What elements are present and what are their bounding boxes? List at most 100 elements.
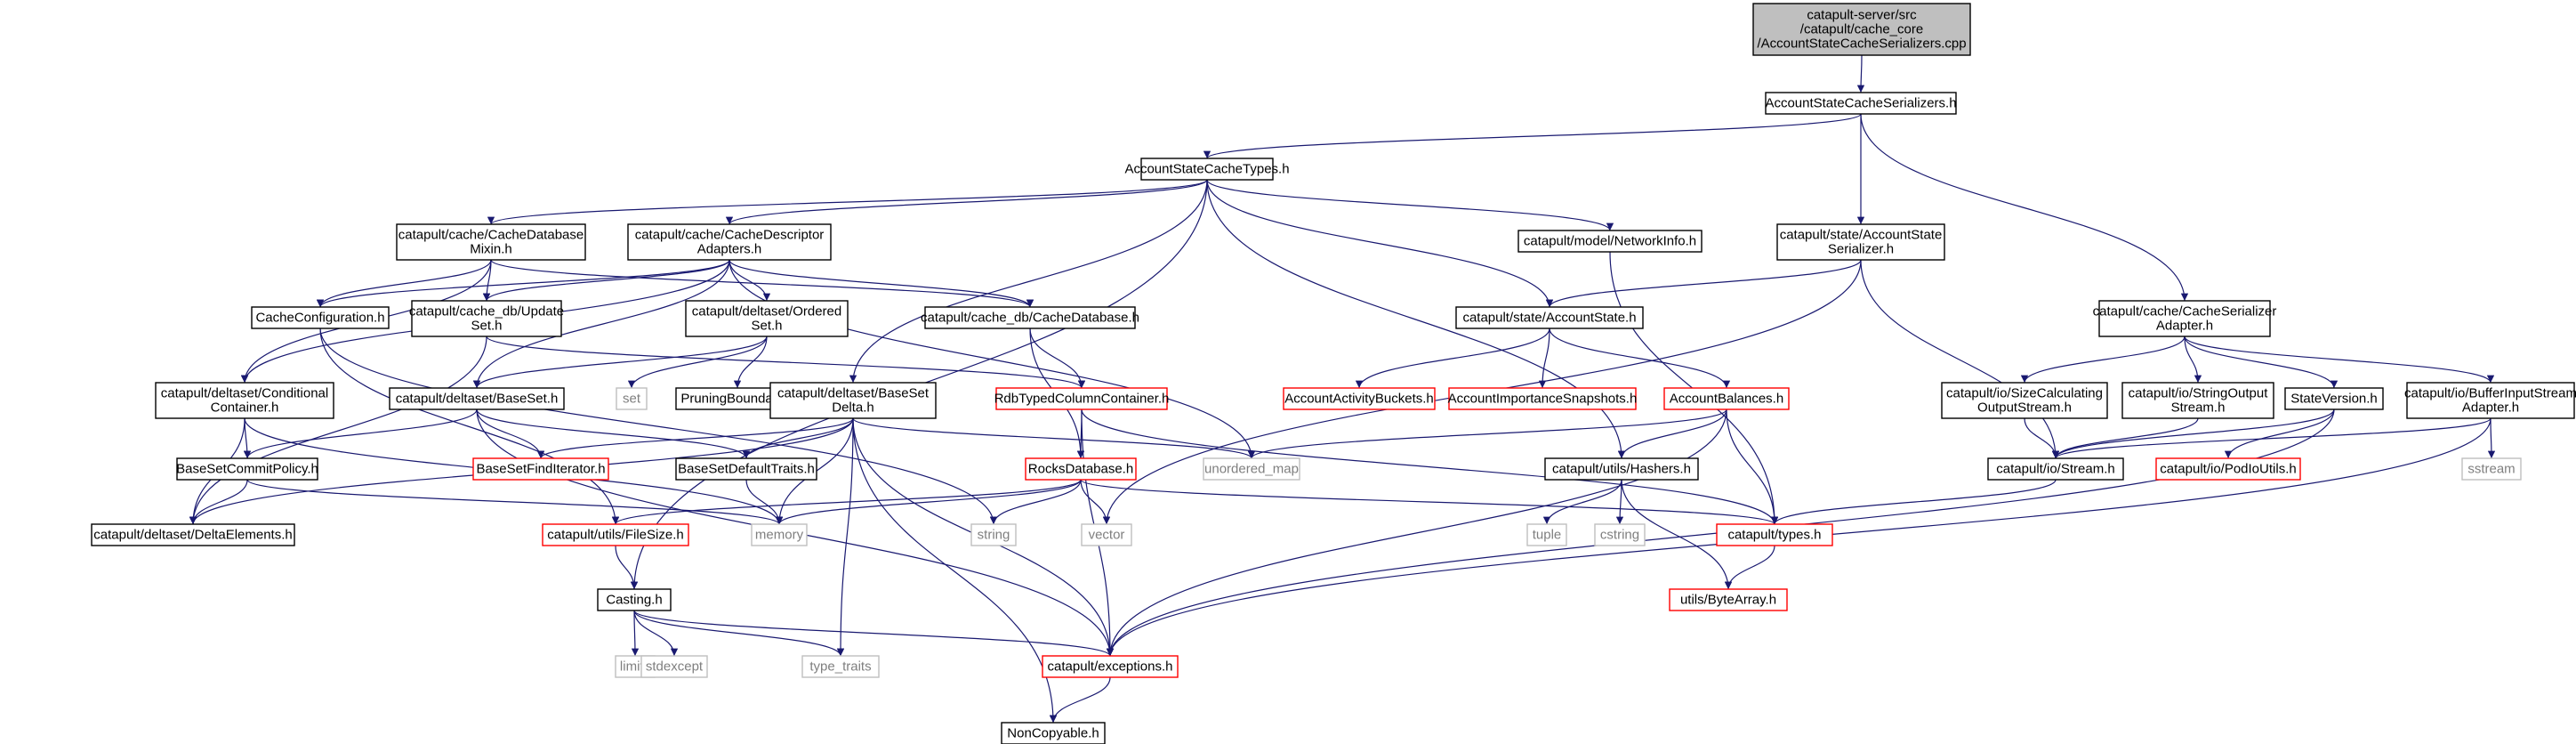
- node-accstate[interactable]: catapult/state/AccountState.h: [1455, 306, 1644, 329]
- node-box: [769, 382, 937, 419]
- node-label: NonCopyable.h: [1007, 726, 1099, 741]
- node-box: [627, 223, 832, 261]
- node-rocksdb[interactable]: RocksDatabase.h: [1025, 457, 1137, 481]
- edge-cdbmixin-to-cachedb: [490, 259, 1034, 308]
- node-label: catapult/deltaset/DeltaElements.h: [93, 528, 292, 543]
- node-impsnap[interactable]: AccountImportanceSnapshots.h: [1448, 387, 1638, 410]
- node-label: catapult/cache/CacheSerializer: [2093, 304, 2277, 319]
- node-label: string: [978, 528, 1010, 543]
- node-label: AccountStateCacheTypes.h: [1124, 162, 1289, 177]
- node-bsdeftraits[interactable]: BaseSetDefaultTraits.h: [675, 457, 817, 481]
- node-exceptions[interactable]: catapult/exceptions.h: [1042, 655, 1179, 678]
- node-noncopy[interactable]: NonCopyable.h: [1001, 722, 1106, 744]
- node-box: [1987, 457, 2124, 481]
- node-set: set: [616, 387, 648, 410]
- edge-ordset-to-pruning: [733, 336, 768, 389]
- node-box: [251, 306, 390, 329]
- node-label: AccountActivityBuckets.h: [1284, 392, 1434, 407]
- node-box: [1448, 387, 1637, 410]
- node-podio[interactable]: catapult/io/PodIoUtils.h: [2155, 457, 2301, 481]
- node-accbal[interactable]: AccountBalances.h: [1663, 387, 1790, 410]
- node-actbuckets[interactable]: AccountActivityBuckets.h: [1283, 387, 1436, 410]
- node-box: [91, 523, 295, 546]
- node-box: [2098, 300, 2271, 337]
- edge-asct-to-netinfo: [1206, 179, 1614, 231]
- node-netinfo[interactable]: catapult/model/NetworkInfo.h: [1517, 230, 1703, 253]
- node-bscommit[interactable]: BaseSetCommitPolicy.h: [176, 457, 318, 481]
- node-stream[interactable]: catapult/io/Stream.h: [1987, 457, 2124, 481]
- node-ascs_h[interactable]: AccountStateCacheSerializers.h: [1765, 92, 1957, 115]
- node-sstream: sstream: [2461, 457, 2522, 481]
- node-rdbtyped[interactable]: RdbTypedColumnContainer.h: [994, 387, 1170, 410]
- node-label: Container.h: [211, 400, 279, 416]
- node-label: PruningBoundary.h: [680, 392, 793, 407]
- node-label: StateVersion.h: [2290, 392, 2378, 407]
- node-asct[interactable]: AccountStateCacheTypes.h: [1124, 158, 1290, 181]
- edge-casting-to-typetraits: [633, 610, 845, 657]
- node-box: [1941, 382, 2108, 419]
- edge-bufinput-to-stream: [2051, 417, 2491, 459]
- node-cachedb[interactable]: catapult/cache_db/CacheDatabase.h: [921, 306, 1139, 329]
- node-label: Mixin.h: [470, 242, 512, 257]
- edge-bscommit-to-memory: [246, 479, 783, 525]
- node-types[interactable]: catapult/types.h: [1716, 523, 1833, 546]
- node-cstring: cstring: [1594, 523, 1646, 546]
- node-label: cstring: [1600, 528, 1639, 543]
- node-casting[interactable]: Casting.h: [597, 588, 672, 611]
- node-box: [1663, 387, 1790, 410]
- edge-accbal-to-hashers: [1617, 408, 1727, 459]
- node-label: vector: [1089, 528, 1125, 543]
- node-label: Serializer.h: [1828, 242, 1894, 257]
- node-box: [1526, 523, 1567, 546]
- node-label: catapult/types.h: [1727, 528, 1821, 543]
- edge-cdesc-to-ccfg: [316, 259, 730, 308]
- edge-cdesc-to-upset: [482, 259, 730, 302]
- node-filesize[interactable]: catapult/utils/FileSize.h: [542, 523, 689, 546]
- node-box: [685, 300, 849, 337]
- node-label: RocksDatabase.h: [1028, 462, 1133, 477]
- node-deltael[interactable]: catapult/deltaset/DeltaElements.h: [91, 523, 295, 546]
- node-statever[interactable]: StateVersion.h: [2284, 387, 2384, 410]
- node-label: Stream.h: [2171, 400, 2226, 416]
- edge-cdesc-to-baseset: [472, 259, 730, 389]
- node-ccfg[interactable]: CacheConfiguration.h: [251, 306, 390, 329]
- node-label: type_traits: [809, 659, 871, 675]
- node-label: catapult-server/src: [1807, 8, 1917, 23]
- node-label: AccountImportanceSnapshots.h: [1448, 392, 1638, 407]
- node-box: [1765, 92, 1957, 115]
- edge-cdbmixin-to-ccfg: [316, 259, 492, 308]
- node-label: sstream: [2467, 462, 2515, 477]
- node-bsfinditer[interactable]: BaseSetFindIterator.h: [472, 457, 609, 481]
- node-box: [472, 457, 609, 481]
- edge-ccfg-to-filesize: [319, 328, 620, 525]
- node-label: catapult/io/PodIoUtils.h: [2160, 462, 2296, 477]
- node-label: BaseSetCommitPolicy.h: [176, 462, 318, 477]
- edge-csa-to-sizecalc: [2020, 336, 2186, 384]
- node-root: catapult-server/src/catapult/cache_core/…: [1752, 3, 1971, 56]
- node-sizecalc[interactable]: catapult/io/SizeCalculatingOutputStream.…: [1941, 382, 2108, 419]
- edge-cdesc-to-cachedb: [729, 259, 1034, 308]
- node-hashers[interactable]: catapult/utils/Hashers.h: [1544, 457, 1699, 481]
- node-bytearray[interactable]: utils/ByteArray.h: [1669, 588, 1788, 611]
- edge-bscommit-to-deltael: [189, 479, 248, 525]
- node-label: catapult/io/SizeCalculating: [1946, 386, 2103, 401]
- node-box: [1544, 457, 1699, 481]
- node-label: catapult/deltaset/BaseSet: [777, 386, 930, 401]
- node-box: [2121, 382, 2274, 419]
- node-baseset[interactable]: catapult/deltaset/BaseSet.h: [389, 387, 565, 410]
- node-label: BaseSetFindIterator.h: [476, 462, 605, 477]
- node-vector: vector: [1081, 523, 1132, 546]
- edge-rocksdb-to-filesize: [611, 479, 1082, 525]
- edge-cachedb-to-rdbtyped: [1029, 328, 1086, 389]
- node-box: [597, 588, 672, 611]
